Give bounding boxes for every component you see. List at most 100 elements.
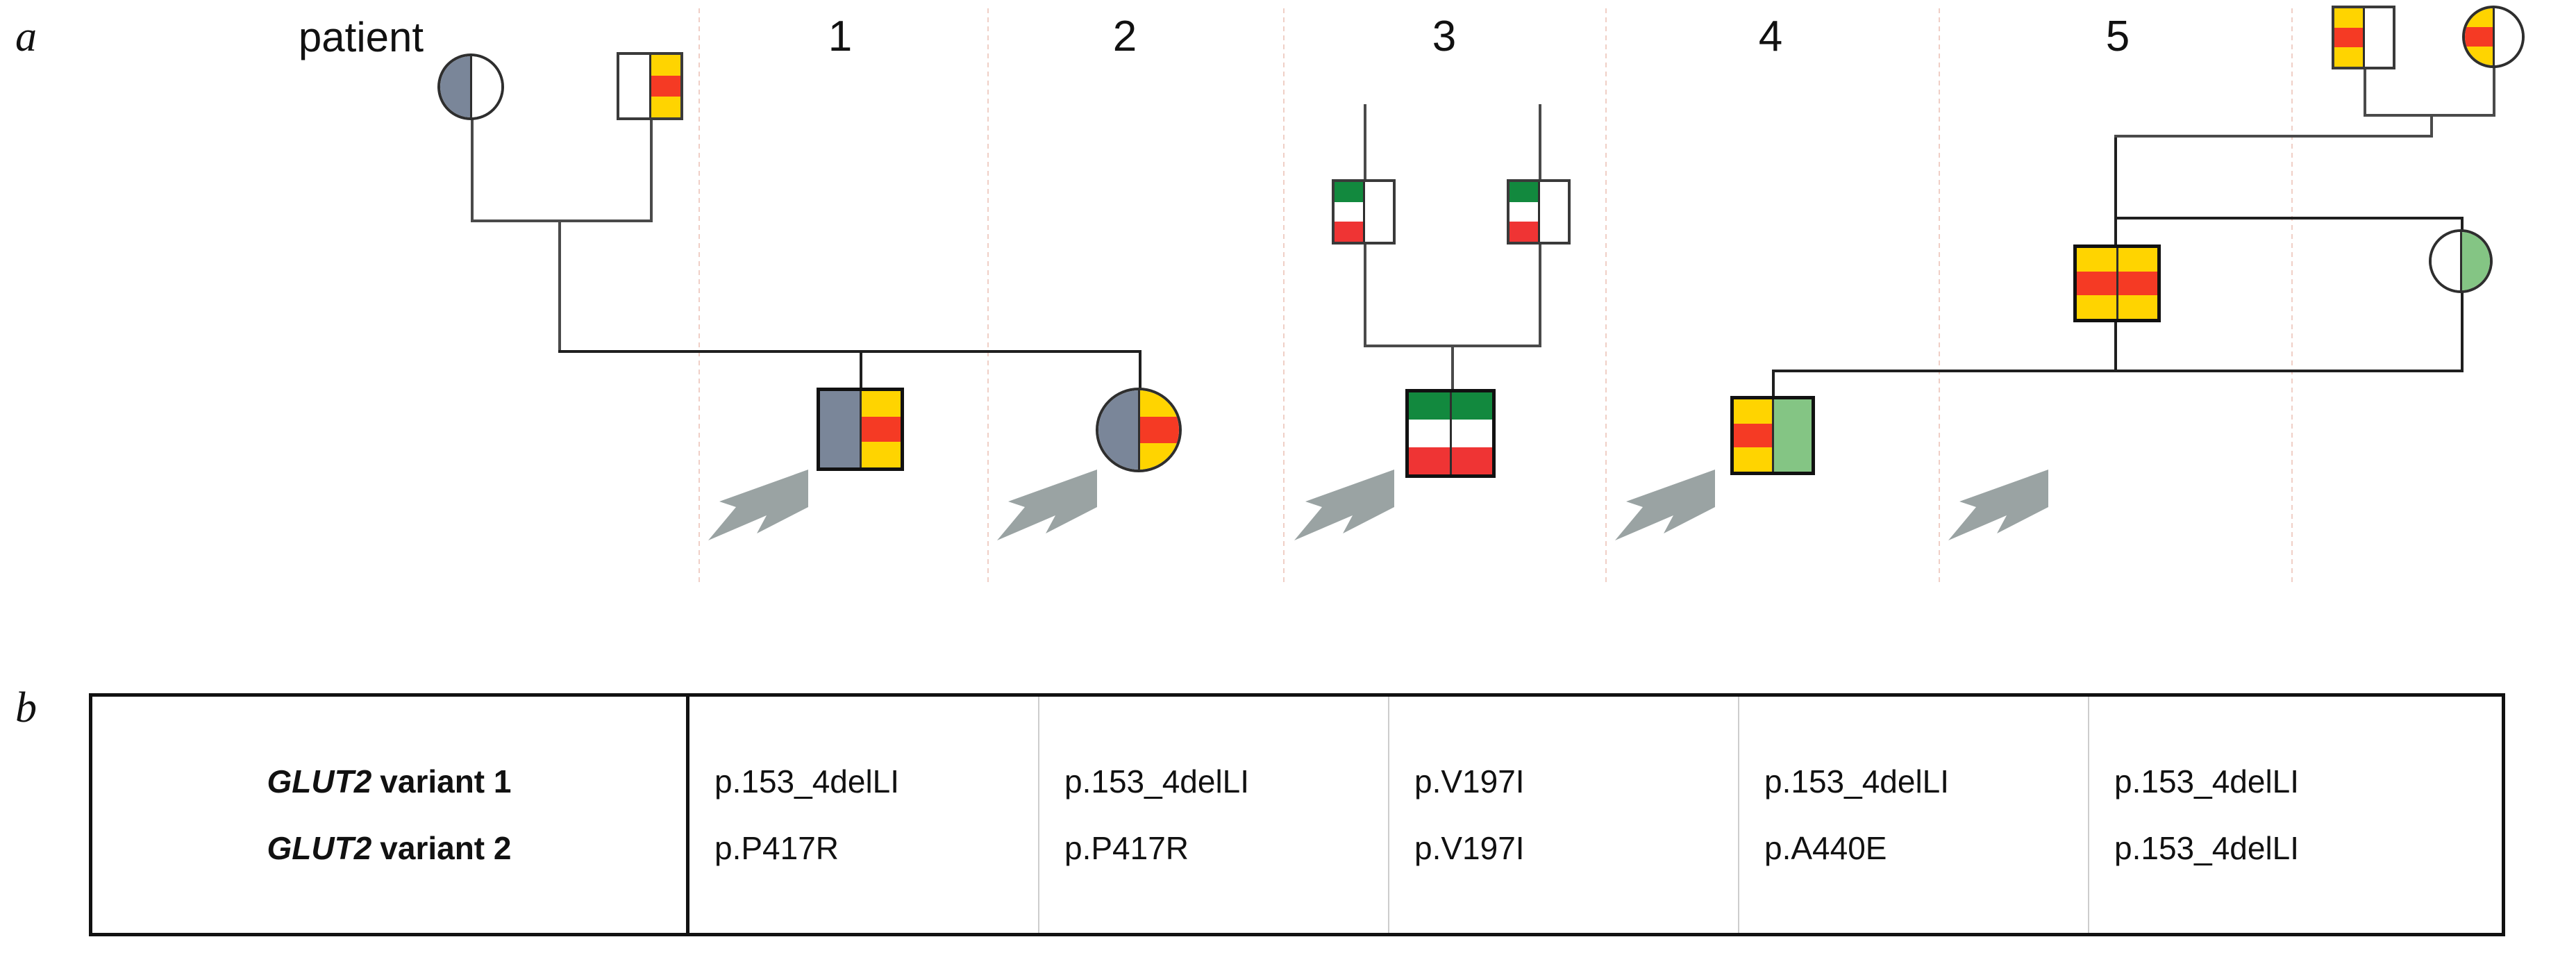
column-divider-2 bbox=[987, 8, 989, 583]
proband-arrow-icon bbox=[1948, 470, 2048, 540]
connector-patient-1-drop bbox=[860, 350, 862, 395]
proband-arrow-3 bbox=[1291, 467, 1396, 543]
cell-variant-2: p.P417R bbox=[1064, 830, 1189, 866]
connector-f5-grandparent-mating bbox=[2364, 114, 2495, 117]
connector-f3-descent bbox=[1451, 345, 1454, 395]
allele-right bbox=[861, 391, 901, 467]
allele-right bbox=[651, 55, 680, 117]
band-yellow bbox=[651, 55, 680, 76]
band-yellow bbox=[2334, 47, 2363, 67]
band-red bbox=[2465, 27, 2493, 47]
proband-arrow-icon bbox=[708, 470, 808, 540]
connector-f1-mother-stalk bbox=[471, 116, 474, 222]
band-yellow bbox=[861, 442, 901, 467]
band-grey-blue bbox=[1098, 390, 1138, 470]
band-yellow bbox=[2465, 46, 2493, 65]
cell-variant-1: p.153_4delLI bbox=[1764, 763, 1950, 799]
panel-b-letter: b bbox=[15, 684, 37, 731]
band-dark-green bbox=[1451, 392, 1492, 420]
proband-arrow-5 bbox=[1946, 467, 2050, 543]
connector-f5-parents-sibline bbox=[2114, 217, 2464, 219]
band-dark-green bbox=[1335, 182, 1363, 202]
band-dark-green bbox=[1409, 392, 1450, 420]
band-yellow bbox=[2118, 295, 2157, 319]
allele-left bbox=[1734, 399, 1774, 472]
allele-left bbox=[1409, 392, 1452, 474]
proband-arrow-2 bbox=[994, 467, 1098, 543]
band-white bbox=[2494, 8, 2522, 65]
allele-left bbox=[2077, 248, 2118, 319]
connector-f5-mother-sib bbox=[2114, 370, 2464, 372]
band-grey-blue bbox=[440, 56, 470, 117]
individual-f5-grandfather bbox=[2332, 6, 2395, 69]
connector-f1-mating bbox=[471, 219, 653, 222]
allele-right bbox=[2461, 232, 2490, 290]
column-divider-6 bbox=[2291, 8, 2293, 583]
allele-right bbox=[471, 56, 501, 117]
band-white bbox=[1451, 420, 1492, 447]
column-divider-5 bbox=[1939, 8, 1940, 583]
patient-word-label: patient bbox=[298, 14, 424, 60]
panel-a-letter: a bbox=[15, 13, 37, 60]
connector-f5-gf-stalk bbox=[2364, 68, 2366, 117]
table-column-patient-4: p.153_4delLI p.A440E bbox=[1739, 697, 2089, 933]
connector-f5-sibship bbox=[1772, 370, 2320, 372]
table-column-patient-2: p.153_4delLI p.P417R bbox=[1039, 697, 1389, 933]
band-white bbox=[1409, 420, 1450, 447]
table-column-patient-1: p.153_4delLI p.P417R bbox=[689, 697, 1039, 933]
row-header-variant-2: GLUT2 variant 2 bbox=[92, 815, 686, 881]
individual-f5-grandmother bbox=[2462, 6, 2525, 68]
individual-patient-4 bbox=[1730, 396, 1815, 475]
band-light-green bbox=[2461, 232, 2490, 290]
individual-f1-mother bbox=[437, 53, 504, 120]
band-red bbox=[2334, 28, 2363, 47]
proband-arrow-icon bbox=[1294, 470, 1394, 540]
allele-left bbox=[1098, 390, 1140, 470]
band-yellow bbox=[1139, 443, 1179, 470]
cell-variant-1: p.V197I bbox=[1414, 763, 1525, 799]
individual-patient-2 bbox=[1096, 388, 1182, 472]
individual-f3-parent-right bbox=[1507, 179, 1571, 245]
band-red bbox=[1409, 447, 1450, 474]
band-white bbox=[2432, 232, 2460, 290]
band-light-green bbox=[1773, 399, 1812, 472]
connector-f5-descent-run bbox=[2114, 135, 2432, 138]
band-white bbox=[1335, 201, 1363, 222]
cell-variant-1: p.153_4delLI bbox=[714, 763, 900, 799]
column-divider-3 bbox=[1283, 8, 1285, 583]
connector-patient-5-stalk bbox=[2114, 206, 2117, 247]
band-grey-blue bbox=[820, 391, 860, 467]
allele-right bbox=[1139, 390, 1179, 470]
allele-left bbox=[440, 56, 472, 117]
column-divider-1 bbox=[699, 8, 700, 583]
table-column-patient-3: p.V197I p.V197I bbox=[1389, 697, 1739, 933]
column-label-4: 4 bbox=[1758, 13, 1783, 60]
gene-name: GLUT2 bbox=[267, 763, 372, 799]
band-red bbox=[1335, 222, 1363, 242]
cell-variant-1: p.153_4delLI bbox=[1064, 763, 1250, 799]
proband-arrow-1 bbox=[705, 467, 810, 543]
band-yellow bbox=[2465, 8, 2493, 28]
individual-patient-3 bbox=[1405, 389, 1496, 478]
connector-f5-gm-stalk bbox=[2493, 67, 2495, 117]
connector-patient-5-drop bbox=[2114, 136, 2117, 219]
band-yellow bbox=[2077, 248, 2116, 272]
band-red bbox=[1139, 417, 1179, 443]
column-divider-4 bbox=[1605, 8, 1607, 583]
allele-left bbox=[820, 391, 862, 467]
band-red bbox=[651, 76, 680, 97]
band-dark-green bbox=[1509, 182, 1538, 202]
individual-patient-1 bbox=[817, 388, 904, 471]
cell-variant-2: p.V197I bbox=[1414, 830, 1525, 866]
band-red bbox=[861, 416, 901, 442]
connector-patient-2-drop bbox=[1139, 350, 1141, 393]
allele-left bbox=[1335, 182, 1365, 242]
band-red bbox=[1734, 423, 1772, 448]
band-white bbox=[2364, 8, 2393, 67]
connector-f5-grandparent-descent bbox=[2430, 114, 2433, 138]
connector-f1-descent bbox=[558, 219, 561, 353]
gene-name: GLUT2 bbox=[267, 830, 372, 866]
proband-arrow-4 bbox=[1612, 467, 1716, 543]
variant-table: GLUT2 variant 1 GLUT2 variant 2 p.153_4d… bbox=[89, 693, 2505, 936]
allele-right bbox=[1451, 392, 1492, 474]
